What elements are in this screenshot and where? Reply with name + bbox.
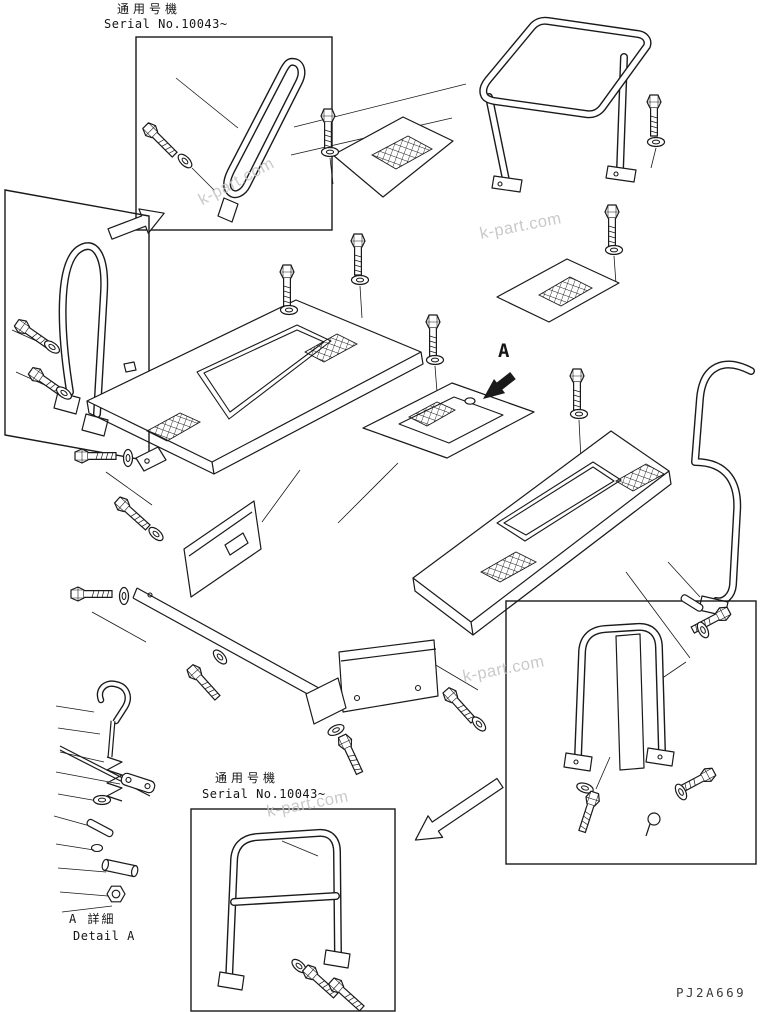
guard-frame-top-right — [483, 21, 666, 193]
washer — [146, 524, 166, 544]
leader-lines — [11, 77, 701, 913]
direction-arrow — [414, 777, 504, 841]
plug-knob — [647, 812, 661, 826]
rail-foot — [81, 413, 109, 437]
handrail-tube — [695, 365, 751, 602]
floor-plate-right — [412, 368, 672, 636]
washer — [92, 794, 112, 806]
mesh-plate-right-center — [496, 204, 624, 323]
washer — [350, 274, 370, 286]
bolt — [574, 789, 603, 835]
plate-thickness — [412, 470, 672, 636]
washer — [604, 244, 624, 256]
serial-note-bottom-jp: 通用号機 — [215, 771, 280, 785]
rail-foot — [53, 391, 81, 415]
handrail-tube — [229, 833, 338, 980]
washer — [646, 136, 666, 148]
detail-frame — [505, 600, 757, 865]
mesh-panel — [371, 135, 433, 170]
view-a-arrow — [483, 372, 516, 399]
bushing — [101, 858, 139, 878]
link-plate — [120, 772, 156, 794]
bolt — [184, 662, 224, 704]
bolt — [70, 586, 113, 602]
serial-note-bottom-en: Serial No.10043~ — [202, 787, 326, 801]
mesh-panel — [615, 463, 665, 492]
bolt — [335, 732, 367, 777]
rail-foot — [217, 971, 245, 991]
direction-arrow — [107, 208, 165, 240]
mesh-panel — [538, 276, 593, 307]
handrail-right — [695, 365, 751, 617]
rail-foot — [217, 197, 239, 223]
detail-frame — [190, 808, 396, 1012]
bolt — [112, 494, 154, 534]
plate-thickness — [86, 351, 424, 475]
washer — [41, 337, 63, 357]
access-cover-plate — [362, 382, 535, 459]
washer — [122, 448, 134, 468]
washer — [210, 647, 230, 667]
detail-a-parts — [59, 684, 156, 903]
bolt — [646, 94, 662, 137]
floor-plate-left — [86, 233, 445, 475]
mesh-panel — [146, 412, 201, 442]
bolt — [350, 233, 366, 276]
pin — [86, 818, 114, 838]
bolt — [425, 314, 441, 357]
bolt — [569, 368, 585, 411]
bolt-hole — [464, 397, 476, 405]
inset-box-top-left — [135, 36, 333, 231]
bolt — [604, 204, 620, 247]
washer — [469, 714, 489, 734]
rail-foot — [645, 747, 675, 767]
drawing-code: PJ2A669 — [676, 985, 747, 1000]
frame-foot — [605, 165, 637, 183]
pin — [680, 594, 704, 612]
washer — [320, 146, 340, 158]
mesh-panel — [480, 551, 537, 583]
inset-box-bottom-right — [505, 600, 757, 865]
rail-foot — [323, 949, 351, 969]
mesh-panel — [408, 401, 456, 427]
serial-note-top-en: Serial No.10043~ — [104, 17, 228, 31]
bolt — [279, 264, 295, 307]
plate — [362, 382, 535, 459]
plate — [412, 430, 670, 623]
support-bracket — [70, 448, 489, 777]
serial-note-top-jp: 通用号機 — [117, 2, 182, 16]
clip — [123, 361, 137, 373]
nut — [106, 885, 126, 903]
bolt — [140, 120, 181, 161]
bracket-plate — [305, 677, 347, 725]
mesh-plate-top — [320, 108, 454, 198]
spring — [106, 756, 123, 802]
washer — [425, 354, 445, 366]
snap-ring — [90, 843, 104, 853]
cross-rail — [132, 587, 338, 709]
detail-label-jp: A 詳細 — [69, 912, 116, 926]
inset-box-bottom-center — [190, 808, 396, 1012]
washer — [175, 151, 195, 171]
view-label-a: A — [498, 340, 510, 362]
bracket-plate — [183, 500, 262, 598]
bolt — [320, 108, 336, 151]
frame-foot — [491, 175, 523, 193]
bracket-tab — [224, 532, 249, 556]
mount-tab — [135, 446, 167, 472]
washer — [279, 304, 299, 316]
mesh-panel — [304, 333, 358, 363]
washer — [569, 408, 589, 420]
mount-plate — [615, 633, 645, 771]
detail-label-en: Detail A — [73, 929, 135, 943]
washer — [118, 586, 130, 606]
plate — [86, 299, 422, 463]
